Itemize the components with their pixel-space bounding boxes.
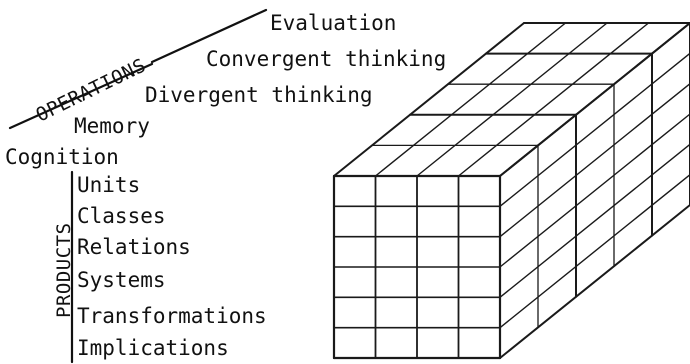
product-implications: Implications (77, 336, 229, 360)
cube-top-face (333, 22, 690, 177)
top-receding-0 (333, 22, 525, 177)
intellect-cube (332, 22, 690, 360)
product-transformations: Transformations (77, 304, 267, 328)
products-title: PRODUCTS (53, 222, 75, 318)
product-units: Units (77, 173, 140, 197)
operation-cognition: Cognition (5, 145, 119, 169)
top-receding-3 (457, 22, 650, 177)
right-receding-5 (499, 173, 690, 329)
operations-list: Evaluation Convergent thinking Divergent… (5, 11, 446, 169)
right-receding-4 (499, 143, 690, 299)
products-header: PRODUCTS (53, 170, 75, 364)
top-receding-1 (374, 22, 567, 177)
cube-front-face (332, 174, 502, 360)
right-receding-6 (499, 204, 690, 359)
product-classes: Classes (77, 204, 166, 228)
top-receding-2 (416, 22, 608, 177)
products-list: Units Classes Relations Systems Transfor… (77, 173, 267, 360)
product-systems: Systems (77, 268, 166, 292)
product-relations: Relations (77, 235, 191, 259)
cube-right-face (499, 22, 690, 359)
operations-bottom-rule (8, 62, 154, 130)
operation-evaluation: Evaluation (270, 11, 396, 35)
right-receding-0 (499, 22, 690, 177)
operation-memory: Memory (74, 114, 150, 138)
right-receding-3 (499, 113, 690, 268)
right-receding-1 (499, 52, 690, 208)
right-receding-2 (499, 82, 690, 238)
operations-top-rule (150, 8, 268, 64)
operation-divergent-thinking: Divergent thinking (145, 83, 373, 107)
operation-convergent-thinking: Convergent thinking (206, 47, 446, 71)
